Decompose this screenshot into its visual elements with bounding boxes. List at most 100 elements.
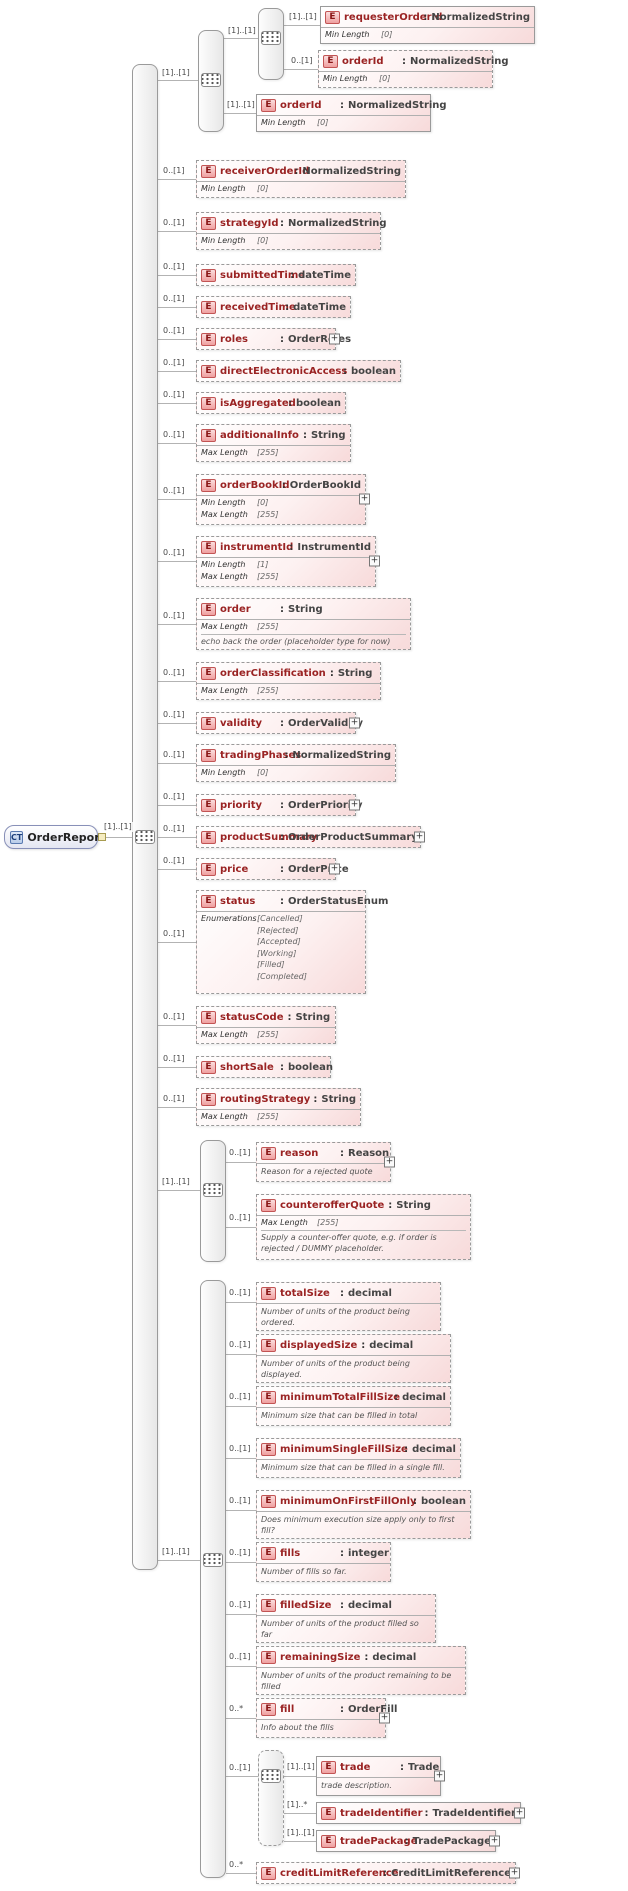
element-name: minimumSingleFillSize xyxy=(280,1443,408,1455)
annotation: Info about the fills xyxy=(261,1723,334,1732)
cardinality-label: 0..[1] xyxy=(162,710,186,720)
element-icon: E xyxy=(261,1866,276,1880)
sequence-group-bar xyxy=(258,1750,284,1846)
facet-row: Max Length[255] xyxy=(201,1029,331,1041)
expand-button[interactable]: + xyxy=(369,555,380,567)
facet-label: Min Length xyxy=(201,560,246,569)
element-type: decimal xyxy=(402,1391,446,1403)
element-icon: E xyxy=(321,1834,336,1848)
element-name: counterofferQuote xyxy=(280,1199,385,1211)
expand-button[interactable]: + xyxy=(509,1867,520,1879)
element-type: NormalizedString xyxy=(410,55,509,67)
expand-button[interactable]: + xyxy=(434,1770,445,1782)
collapse-nub[interactable] xyxy=(98,833,106,841)
facet-row: Max Length[255] xyxy=(201,1111,356,1123)
expand-button[interactable]: + xyxy=(349,717,360,729)
cardinality-label: 0..[1] xyxy=(162,929,186,939)
colon-separator: : xyxy=(289,541,294,553)
element-icon: E xyxy=(201,164,216,178)
sequence-group-bar xyxy=(200,1140,226,1262)
cardinality-label: 0..[1] xyxy=(228,1148,252,1158)
element-type: decimal xyxy=(412,1443,456,1455)
element-type: String xyxy=(396,1199,431,1211)
element-icon: E xyxy=(201,300,216,314)
element-name: tradePackage xyxy=(340,1835,418,1847)
cardinality-label: 0..[1] xyxy=(162,1054,186,1064)
element-type: OrderStatusEnum xyxy=(288,895,389,907)
expand-button[interactable]: + xyxy=(329,333,340,345)
element-icon: E xyxy=(201,894,216,908)
facet-row: Min Length[0] xyxy=(201,235,376,247)
expand-button[interactable]: + xyxy=(329,863,340,875)
element-icon: E xyxy=(261,1286,276,1300)
sequence-icon xyxy=(135,830,155,844)
element-name: minimumOnFirstFillOnly xyxy=(280,1495,417,1507)
colon-separator: : xyxy=(413,1495,418,1507)
element-name: reason xyxy=(280,1147,319,1159)
cardinality-label: 0..[1] xyxy=(162,856,186,866)
sequence-group-bar xyxy=(132,64,158,1570)
element-icon: E xyxy=(201,748,216,762)
expand-button[interactable]: + xyxy=(414,831,425,843)
annotation: Reason for a rejected quote xyxy=(261,1167,373,1176)
facet-label: Max Length xyxy=(201,622,248,631)
element-icon: E xyxy=(261,1546,276,1560)
cardinality-label: 0..[1] xyxy=(162,792,186,802)
expand-button[interactable]: + xyxy=(384,1156,395,1168)
expand-button[interactable]: + xyxy=(489,1835,500,1847)
element-icon: E xyxy=(201,830,216,844)
expand-button[interactable]: + xyxy=(349,799,360,811)
enumerations-label: Enumerations xyxy=(201,914,257,923)
expand-button[interactable]: + xyxy=(514,1807,525,1819)
expand-button[interactable]: + xyxy=(379,1712,390,1724)
expand-button[interactable]: + xyxy=(359,493,370,505)
cardinality-label: [1]..[1] xyxy=(161,68,191,78)
annotation: Number of fills so far. xyxy=(261,1567,347,1576)
sequence-icon xyxy=(203,1183,223,1197)
